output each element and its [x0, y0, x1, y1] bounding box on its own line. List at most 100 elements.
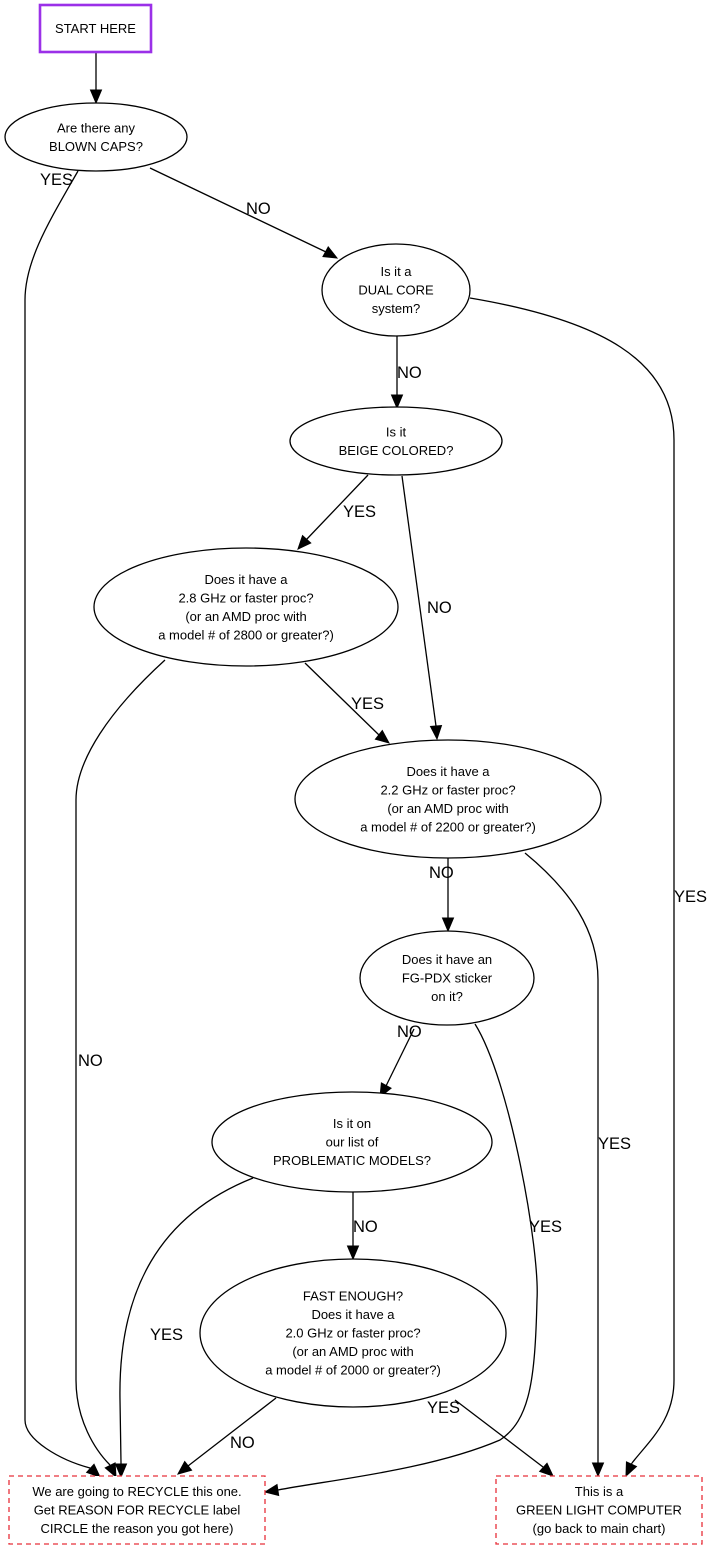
arrowhead-icon: [390, 394, 404, 410]
decision-ellipse: [359, 930, 535, 1026]
arrowhead-icon: [374, 729, 391, 744]
edge-line: [187, 1397, 277, 1467]
node-box: [8, 1475, 266, 1545]
edge-28-recycle: [75, 659, 166, 1479]
edge-line: [149, 167, 327, 253]
arrowhead-icon: [89, 89, 103, 105]
node-text-line: PROBLEMATIC MODELS?: [273, 1153, 431, 1168]
edge-fast-recycle: [176, 1397, 277, 1475]
node-box: [495, 1475, 703, 1545]
edges-layer: [24, 52, 675, 1497]
arrowhead-icon: [297, 534, 312, 550]
edge-beige-28: [297, 474, 369, 550]
edge-line: [385, 1028, 415, 1087]
node-text-line: a model # of 2800 or greater?): [158, 627, 334, 642]
node-text-line: a model # of 2200 or greater?): [360, 819, 536, 834]
node-text-line: a model # of 2000 or greater?): [265, 1363, 441, 1378]
node-sticker: Does it have an FG-PDX sticker on it?: [359, 930, 535, 1026]
arrowhead-icon: [538, 1462, 554, 1477]
node-text-line: FAST ENOUGH?: [303, 1289, 403, 1304]
arrowhead-icon: [114, 1463, 128, 1479]
edge-label-no: NO: [78, 1052, 103, 1070]
node-text-line: DUAL CORE: [358, 283, 434, 298]
node-text-line: BEIGE COLORED?: [339, 443, 454, 458]
edge-label-yes: YES: [674, 888, 707, 906]
node-dual-core: Is it a DUAL CORE system?: [321, 243, 471, 337]
arrowhead-icon: [104, 1462, 117, 1479]
arrowhead-icon: [176, 1460, 193, 1475]
node-text-line: FG-PDX sticker: [402, 971, 493, 986]
edge-label-yes: YES: [529, 1218, 562, 1236]
node-text-line: BLOWN CAPS?: [49, 139, 143, 154]
edge-label-no: NO: [429, 864, 454, 882]
edge-line: [277, 1023, 538, 1491]
node-text-line: Is it a: [380, 264, 412, 279]
decision-ellipse: [289, 406, 503, 476]
node-ghz22: Does it have a2.2 GHz or faster proc?(or…: [294, 739, 602, 859]
edge-blown-dual: [149, 167, 339, 259]
node-recycle: We are going to RECYCLE this one. Get REA…: [8, 1475, 266, 1545]
node-box: [38, 3, 153, 54]
decision-ellipse: [199, 1258, 507, 1408]
edge-sticker-recycle: [263, 1023, 538, 1497]
decision-ellipse: [294, 739, 602, 859]
arrowhead-icon: [263, 1483, 280, 1497]
node-text-line: We are going to RECYCLE this one.: [32, 1484, 241, 1499]
node-text-line: Does it have a: [204, 572, 288, 587]
node-text-line: CIRCLE the reason you got here): [41, 1521, 234, 1536]
node-text-line: Are there any: [57, 120, 136, 135]
edge-line: [24, 170, 91, 1469]
node-text-line: (go back to main chart): [533, 1521, 666, 1536]
edge-22-sticker: [441, 858, 455, 933]
edge-label-yes: YES: [598, 1135, 631, 1153]
node-problematic: Is it on our list of PROBLEMATIC MODELS?: [211, 1091, 493, 1193]
edge-label-no: NO: [230, 1434, 255, 1452]
edge-line: [524, 852, 599, 1463]
node-text-line: our list of: [326, 1135, 379, 1150]
node-text-line: Does it have a: [406, 764, 490, 779]
edge-28-22: [304, 662, 391, 744]
arrowhead-icon: [429, 725, 443, 741]
edge-label-no: NO: [427, 599, 452, 617]
edge-line: [454, 1399, 544, 1468]
node-text-line: 2.8 GHz or faster proc?: [178, 590, 313, 605]
node-text-line: (or an AMD proc with: [185, 609, 306, 624]
edge-line: [119, 1177, 254, 1464]
decision-ellipse: [211, 1091, 493, 1193]
node-text-line: Get REASON FOR RECYCLE label: [34, 1503, 241, 1518]
decision-ellipse: [321, 243, 471, 337]
edge-label-yes: YES: [351, 695, 384, 713]
edge-label-no: NO: [397, 364, 422, 382]
arrowhead-icon: [322, 246, 339, 259]
node-text-line: 2.2 GHz or faster proc?: [380, 782, 515, 797]
edge-line: [469, 297, 675, 1464]
edge-label-no: NO: [246, 200, 271, 218]
edge-label-yes: YES: [40, 171, 73, 189]
node-fast-enough: FAST ENOUGH?Does it have a2.0 GHz or fas…: [199, 1258, 507, 1408]
node-text-line: Does it have an: [402, 952, 492, 967]
edge-line: [75, 659, 166, 1466]
edge-label-yes: YES: [427, 1399, 460, 1417]
node-text-line: system?: [372, 301, 420, 316]
edge-blown-recycle: [24, 170, 101, 1478]
edge-label-yes: YES: [343, 503, 376, 521]
node-text-line: Is it on: [333, 1116, 371, 1131]
node-text-line: on it?: [431, 989, 463, 1004]
arrowhead-icon: [441, 917, 455, 933]
node-text-line: This is a: [575, 1484, 624, 1499]
arrowhead-icon: [85, 1463, 101, 1478]
edge-label-no: NO: [353, 1218, 378, 1236]
node-start: START HERE: [38, 3, 153, 54]
node-text-line: GREEN LIGHT COMPUTER: [516, 1503, 682, 1518]
node-text-line: (or an AMD proc with: [292, 1344, 413, 1359]
edge-fast-green: [454, 1399, 554, 1477]
edge-prob-fast: [346, 1192, 360, 1261]
node-text-line: Does it have a: [311, 1307, 395, 1322]
edge-start-blown: [89, 52, 103, 105]
node-ghz28: Does it have a 2.8 GHz or faster proc? (or…: [93, 547, 399, 667]
arrowhead-icon: [591, 1462, 605, 1478]
node-text-line: START HERE: [55, 21, 136, 36]
edge-label-no: NO: [397, 1023, 422, 1041]
